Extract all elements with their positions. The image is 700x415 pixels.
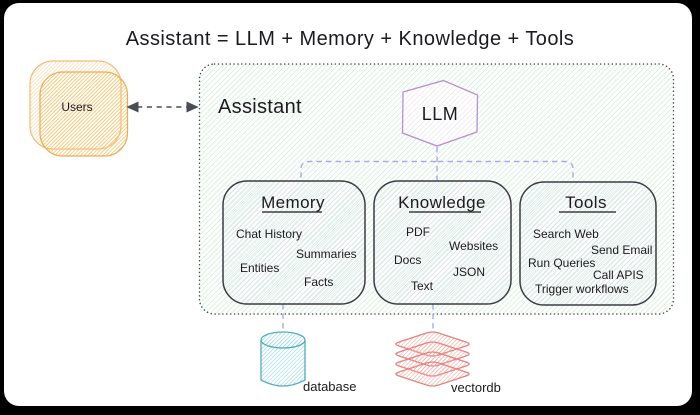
svg-text:Call APIS: Call APIS [593, 268, 644, 282]
svg-text:Docs: Docs [394, 253, 421, 267]
svg-text:Websites: Websites [449, 239, 498, 253]
svg-text:Search Web: Search Web [533, 227, 599, 241]
svg-text:Text: Text [411, 279, 434, 293]
svg-text:JSON: JSON [453, 265, 485, 279]
svg-text:Knowledge: Knowledge [398, 193, 486, 212]
svg-text:Memory: Memory [261, 193, 325, 212]
svg-text:vectordb: vectordb [451, 380, 501, 395]
svg-text:Tools: Tools [565, 193, 607, 212]
svg-text:Assistant = LLM + Memory + Kno: Assistant = LLM + Memory + Knowledge + T… [126, 28, 575, 50]
svg-text:Chat History: Chat History [236, 227, 302, 241]
svg-text:PDF: PDF [406, 225, 430, 239]
svg-text:Send Email: Send Email [591, 243, 652, 257]
svg-text:Assistant: Assistant [218, 96, 302, 118]
svg-text:Entities: Entities [240, 261, 279, 275]
svg-text:Users: Users [61, 100, 92, 114]
svg-text:Trigger workflows: Trigger workflows [535, 282, 629, 296]
svg-text:Run Queries: Run Queries [528, 256, 595, 270]
svg-text:LLM: LLM [422, 104, 459, 124]
svg-text:Facts: Facts [304, 275, 333, 289]
svg-text:Summaries: Summaries [296, 247, 357, 261]
svg-text:database: database [303, 379, 357, 394]
